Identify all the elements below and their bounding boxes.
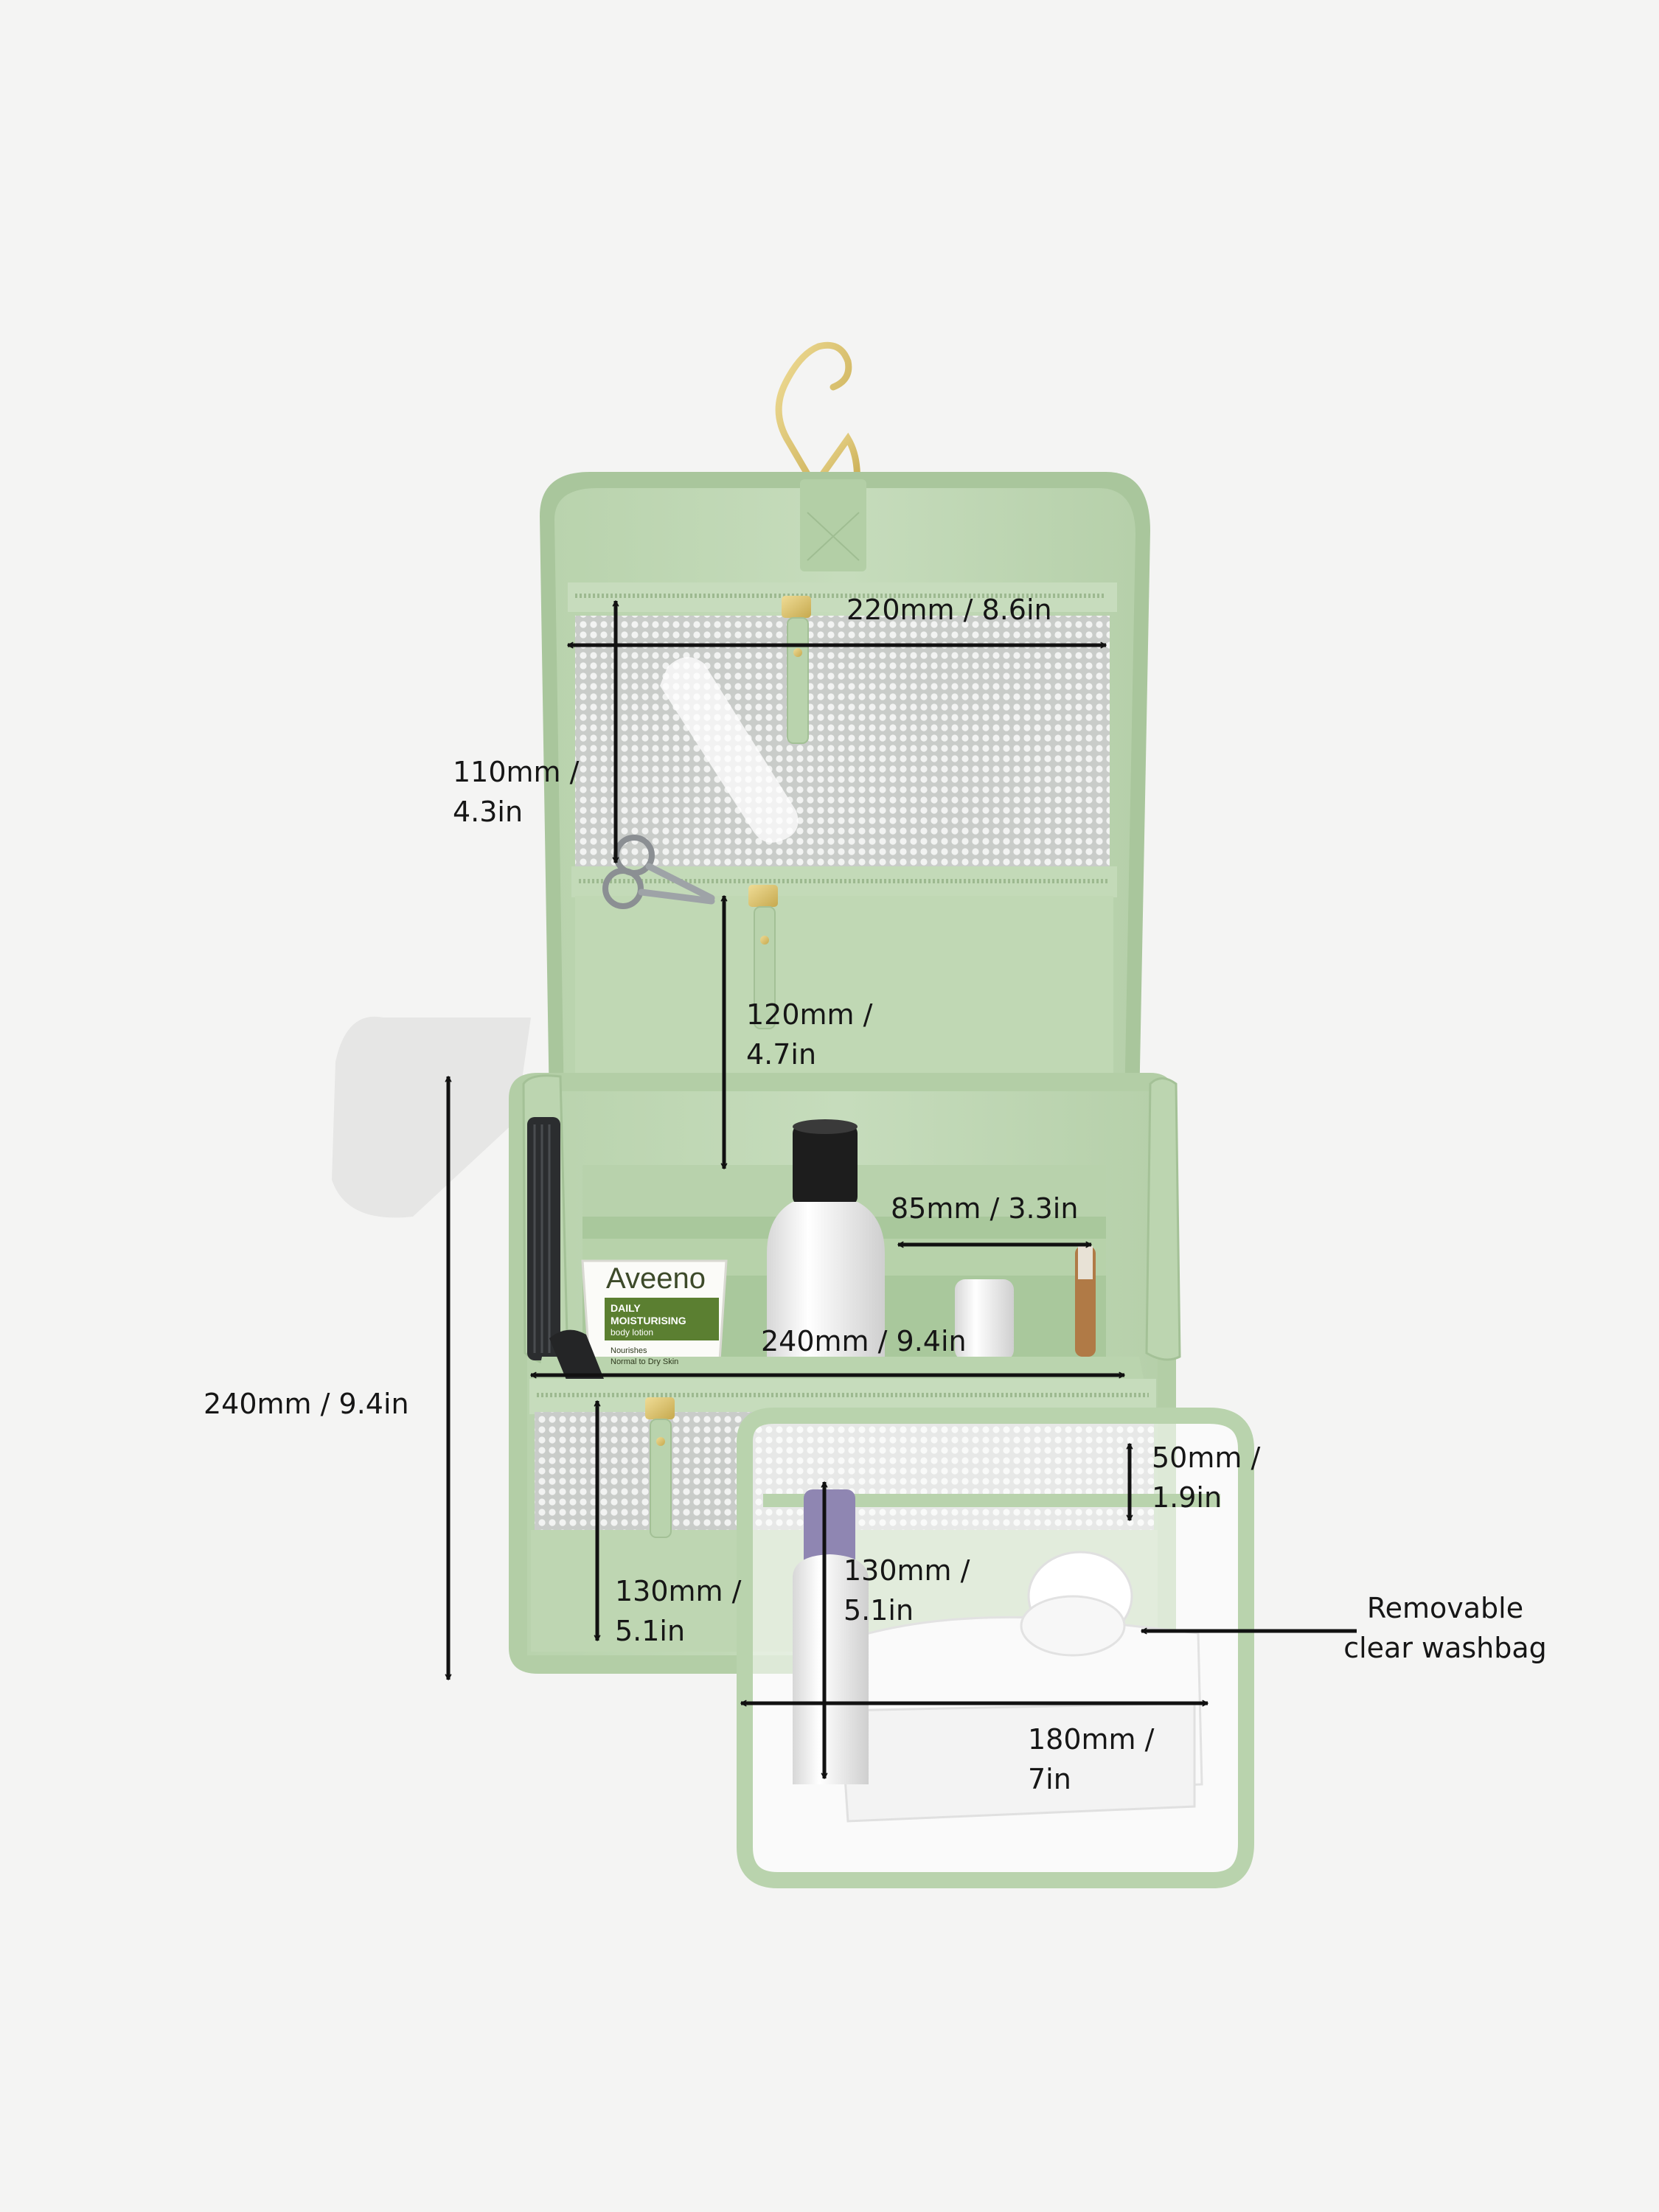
lotion-line3: body lotion <box>611 1327 654 1338</box>
washbag-depth-label-2: 1.9in <box>1152 1481 1222 1514</box>
flap-width-label: 220mm / 8.6in <box>846 594 1052 626</box>
upper-mesh-pocket <box>568 582 1117 866</box>
upper-pocket-height-label-2: 4.3in <box>453 796 524 828</box>
lotion-line1: DAILY <box>611 1302 641 1314</box>
aveeno-tube <box>581 1259 728 1373</box>
washbag-height-label-2: 5.1in <box>844 1594 914 1627</box>
zipper-pull-icon <box>748 885 778 1029</box>
washbag-callout-line1: Removable <box>1366 1592 1524 1624</box>
washbag-width-label-1: 180mm / <box>1028 1723 1155 1756</box>
washbag-depth-label-1: 50mm / <box>1152 1441 1261 1474</box>
front-pocket-height-label-1: 130mm / <box>615 1575 742 1607</box>
dimension-arrows <box>445 600 1357 1779</box>
comb-icon <box>527 1117 560 1360</box>
washbag-height-label-1: 130mm / <box>844 1554 970 1587</box>
zipper-pull-icon <box>782 596 811 744</box>
bag-shadow <box>332 1016 531 1218</box>
middle-pocket-height-label-2: 4.7in <box>746 1038 817 1071</box>
lotion-brand: Aveeno <box>606 1262 706 1295</box>
total-height-label: 240mm / 9.4in <box>204 1388 409 1420</box>
deodorant <box>955 1279 1014 1360</box>
elastic-loop-width-label: 85mm / 3.3in <box>891 1192 1079 1225</box>
body-width-label: 240mm / 9.4in <box>761 1325 967 1357</box>
clear-washbag <box>737 1408 1254 1888</box>
middle-pocket-height-label-1: 120mm / <box>746 998 873 1031</box>
lotion-line5: Normal to Dry Skin <box>611 1357 679 1366</box>
toothbrush-icon <box>1075 1246 1096 1357</box>
scissors-icon <box>602 835 715 909</box>
zipper-pull-icon <box>645 1397 675 1538</box>
lotion-bottle <box>767 1119 885 1364</box>
washbag-width-label-2: 7in <box>1028 1763 1071 1795</box>
lotion-line2: MOISTURISING <box>611 1315 686 1326</box>
front-pocket-height-label-2: 5.1in <box>615 1615 686 1647</box>
lotion-line4: Nourishes <box>611 1346 647 1355</box>
upper-pocket-height-label-1: 110mm / <box>453 756 580 788</box>
washbag-callout-line2: clear washbag <box>1343 1632 1547 1664</box>
